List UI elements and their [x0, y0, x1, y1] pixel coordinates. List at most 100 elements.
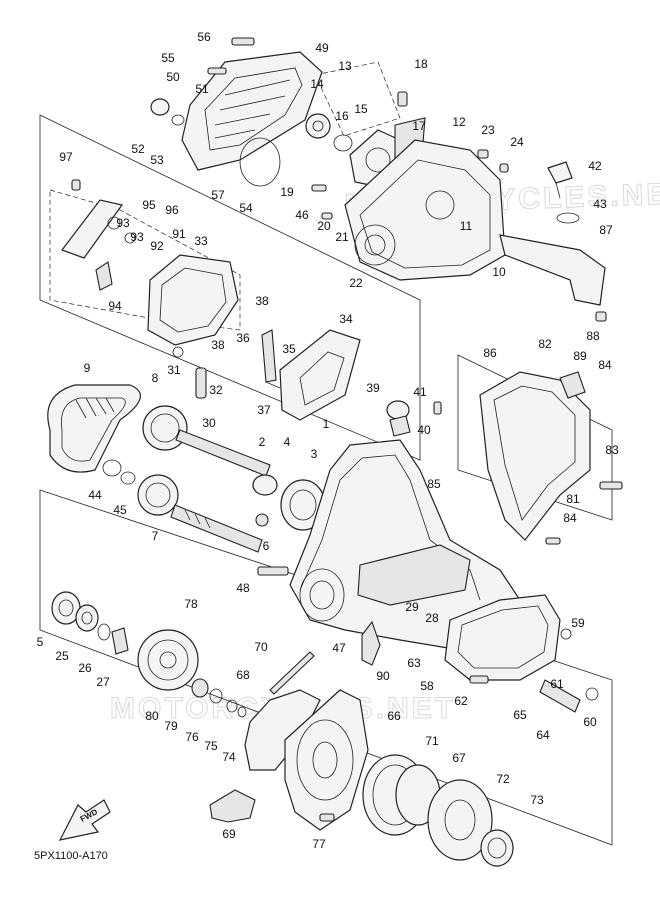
part-number-label: 30 [202, 416, 216, 430]
part-number-label: 64 [536, 728, 550, 742]
part-number-label: 39 [366, 381, 380, 395]
part-number-label: 25 [55, 649, 69, 663]
part-number-label: 20 [317, 219, 331, 233]
part-number-label: 88 [586, 329, 600, 343]
part-number-label: 89 [573, 349, 587, 363]
part-number-label: 81 [566, 492, 580, 506]
part-number-label: 18 [414, 57, 428, 71]
bracket-90 [361, 620, 381, 666]
transmission-cover [284, 689, 369, 831]
drive-belt [47, 384, 141, 473]
clutch-pulley [137, 629, 247, 718]
part-number-label: 56 [197, 30, 211, 44]
breather-pipe [172, 329, 281, 399]
part-number-label: 67 [452, 751, 466, 765]
lower-right-housing [444, 594, 599, 713]
part-number-label: 73 [530, 793, 544, 807]
part-number-label: 90 [376, 669, 390, 683]
part-number-label: 93 [130, 230, 144, 244]
bracket-34 [279, 329, 361, 421]
part-number-label: 1 [323, 417, 330, 431]
part-number-label: 97 [59, 150, 73, 164]
part-number-label: 83 [605, 443, 619, 457]
part-number-label: 13 [338, 59, 352, 73]
shaft-70 [269, 651, 315, 695]
bracket-87 [499, 234, 607, 322]
part-number-label: 77 [312, 837, 326, 851]
part-number-label: 60 [583, 715, 597, 729]
part-number-label: 10 [492, 265, 506, 279]
part-number-label: 38 [255, 294, 269, 308]
chain-guide [61, 179, 136, 291]
part-number-label: 63 [407, 656, 421, 670]
part-number-label: 87 [599, 223, 613, 237]
part-number-label: 82 [538, 337, 552, 351]
part-number-label: 31 [167, 363, 181, 377]
part-number-label: 71 [425, 734, 439, 748]
part-number-label: 8 [152, 371, 159, 385]
part-number-label: 37 [257, 403, 271, 417]
part-number-label: 58 [420, 679, 434, 693]
part-number-label: 50 [166, 70, 180, 84]
part-number-label: 93 [116, 216, 130, 230]
crankcase-cover-right [311, 139, 509, 281]
seals-and-bearings [51, 591, 129, 655]
part-number-label: 74 [222, 750, 236, 764]
part-number-label: 61 [550, 677, 564, 691]
part-number-label: 84 [563, 511, 577, 525]
part-number-label: 36 [236, 331, 250, 345]
part-number-label: 40 [417, 423, 431, 437]
part-number-label: 17 [412, 119, 426, 133]
part-number-label: 22 [349, 276, 363, 290]
part-number-label: 3 [311, 447, 318, 461]
part-number-label: 16 [335, 109, 349, 123]
side-cover-right [479, 371, 623, 545]
part-number-label: 15 [354, 102, 368, 116]
outer-rings [362, 754, 514, 867]
part-number-label: 85 [427, 477, 441, 491]
part-number-label: 27 [96, 675, 110, 689]
main-crankcase [257, 439, 521, 651]
primary-shaft-lower [137, 474, 269, 553]
part-number-label: 76 [185, 730, 199, 744]
part-number-label: 52 [131, 142, 145, 156]
rear-case-cover [150, 37, 323, 187]
bracket-69 [209, 789, 256, 823]
part-number-label: 34 [339, 312, 353, 326]
diagram-reference-code: 5PX1100-A170 [34, 850, 108, 862]
part-number-label: 69 [222, 827, 236, 841]
part-number-label: 43 [593, 197, 607, 211]
part-number-label: 53 [150, 153, 164, 167]
part-number-label: 78 [184, 597, 198, 611]
part-number-label: 59 [571, 616, 585, 630]
part-number-label: 96 [165, 203, 179, 217]
part-number-label: 80 [145, 709, 159, 723]
part-number-label: 54 [239, 201, 253, 215]
part-callouts: 1234567891011121314151617181920212223242… [37, 30, 619, 851]
part-number-label: 84 [598, 358, 612, 372]
part-number-label: 75 [204, 739, 218, 753]
part-number-label: 44 [88, 488, 102, 502]
part-number-label: 91 [172, 227, 186, 241]
part-number-label: 6 [263, 539, 270, 553]
part-number-label: 24 [510, 135, 524, 149]
part-number-label: 4 [284, 435, 291, 449]
part-number-label: 66 [387, 709, 401, 723]
oil-dipstick [547, 161, 580, 224]
breather-assembly [386, 400, 442, 437]
part-number-label: 41 [413, 385, 427, 399]
part-number-label: 35 [282, 342, 296, 356]
part-number-label: 72 [496, 772, 510, 786]
part-number-label: 92 [150, 239, 164, 253]
part-number-label: 26 [78, 661, 92, 675]
middle-case [147, 254, 239, 346]
forward-arrow-icon: FWD [58, 799, 111, 841]
part-number-label: 51 [195, 82, 209, 96]
part-number-label: 11 [460, 219, 473, 233]
part-number-label: 94 [108, 299, 122, 313]
part-number-label: 42 [588, 159, 602, 173]
part-number-label: 21 [335, 230, 349, 244]
part-number-label: 68 [236, 668, 250, 682]
part-number-label: 46 [295, 208, 309, 222]
